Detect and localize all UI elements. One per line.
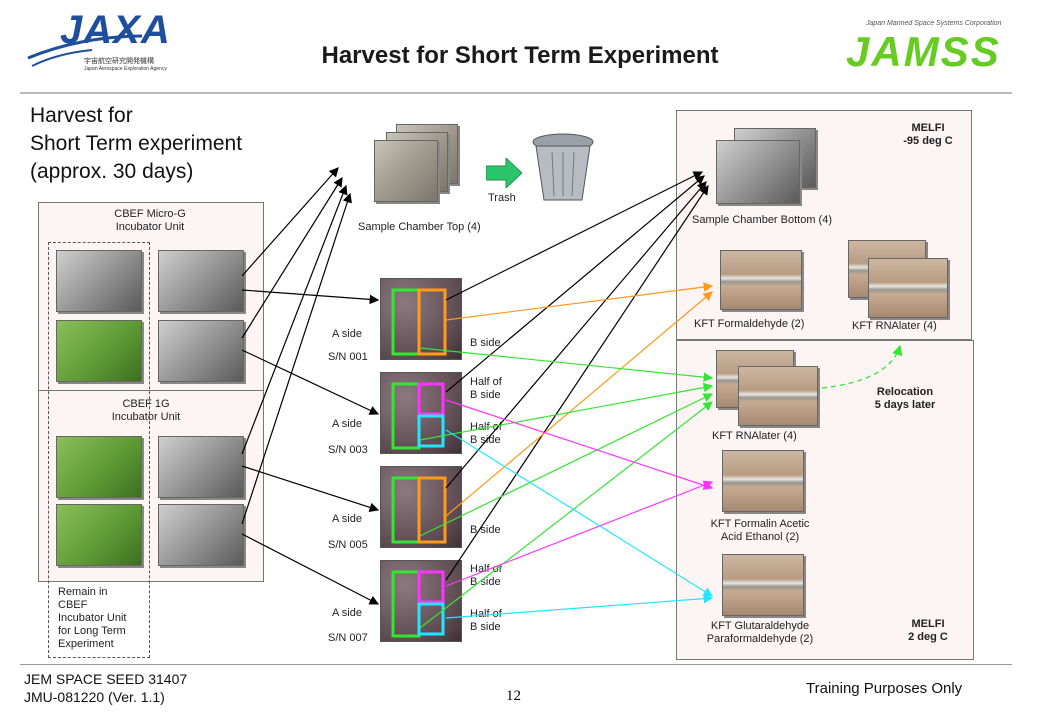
magenta-arrows <box>445 399 714 587</box>
unit-001-markings <box>391 288 447 356</box>
unit-001-sn: S/N 001 <box>328 351 368 363</box>
footer-doc-id: JEM SPACE SEED 31407 <box>24 671 188 687</box>
unit-003-a-side: A side <box>332 418 362 430</box>
cyan-arrows <box>445 429 714 619</box>
incubator-photo-2 <box>158 250 244 312</box>
unit-001-b-side: B side <box>470 337 501 349</box>
page-title: Harvest for Short Term Experiment <box>321 42 719 69</box>
unit-005-sn: S/N 005 <box>328 539 368 551</box>
intro-text: Harvest for Short Term experiment (appro… <box>30 104 243 183</box>
sample-chamber-bottom-label: Sample Chamber Bottom (4) <box>692 214 832 226</box>
kft-formaldehyde-label: KFT Formaldehyde (2) <box>694 318 805 330</box>
cbef-1g-label: CBEF 1G Incubator Unit <box>111 398 181 423</box>
incubator-photo-7 <box>56 504 142 566</box>
unit-007-a-side: A side <box>332 607 362 619</box>
trash-can-icon <box>530 132 596 204</box>
melfi-top-label: MELFI -95 deg C <box>903 122 953 147</box>
unit-007-sn: S/N 007 <box>328 632 368 644</box>
melfi-bottom-label: MELFI 2 deg C <box>908 618 948 643</box>
orange-arrows <box>445 282 714 517</box>
kft-formalin-photo <box>722 450 804 512</box>
kft-glutaraldehyde-label: KFT Glutaraldehyde Paraformaldehyde (2) <box>706 620 814 645</box>
jaxa-logo-sub2: Japan Aerospace Exploration Agency <box>84 66 167 72</box>
jaxa-logo-sub: 宇宙航空研究開発機構 <box>84 58 154 65</box>
incubator-photo-6 <box>158 436 244 498</box>
trash-label: Trash <box>488 192 516 204</box>
kft-rnalater-top-label: KFT RNAlater (4) <box>852 320 937 332</box>
kft-rnalater-label: KFT RNAlater (4) <box>712 430 797 442</box>
incubator-photo-8 <box>158 504 244 566</box>
kft-formaldehyde-photo <box>720 250 802 310</box>
jamss-logo: Japan Manned Space Systems Corporation J… <box>846 20 1016 80</box>
trash-arrow-icon <box>486 158 522 188</box>
footer-divider <box>20 664 1012 665</box>
unit-001-a-side: A side <box>332 328 362 340</box>
unit-005-markings <box>391 476 447 544</box>
unit-003-b-half-1: Half of B side <box>470 376 502 401</box>
green-arrows <box>419 347 714 629</box>
black-arrows-incubator-to-unit <box>241 289 380 605</box>
jaxa-logo: JAXA 宇宙航空研究開発機構 Japan Aerospace Explorat… <box>22 6 182 86</box>
unit-007-markings <box>391 570 445 638</box>
sample-chamber-top-photo-front <box>374 140 438 202</box>
remain-dashed-box <box>48 242 150 658</box>
kft-rnalater-top-photo-front <box>868 258 948 318</box>
header-divider <box>20 92 1012 94</box>
jamss-logo-sub: Japan Manned Space Systems Corporation <box>866 20 1002 27</box>
unit-003-sn: S/N 003 <box>328 444 368 456</box>
incubator-photo-3 <box>56 320 142 382</box>
kft-rnalater-photo-front <box>738 366 818 426</box>
footer-version: JMU-081220 (Ver. 1.1) <box>24 689 165 705</box>
jaxa-logo-text: JAXA <box>60 8 171 52</box>
black-arrows-unit-to-bottom <box>445 171 709 581</box>
kft-formalin-label: KFT Formalin Acetic Acid Ethanol (2) <box>710 518 810 543</box>
page-number: 12 <box>506 688 521 704</box>
relocation-arrow <box>821 344 903 389</box>
remain-note: Remain in CBEF Incubator Unit for Long T… <box>58 586 127 650</box>
footer-note: Training Purposes Only <box>806 680 963 697</box>
black-arrows-incubator-to-top <box>241 167 352 525</box>
unit-005-a-side: A side <box>332 513 362 525</box>
jaxa-logo-swoosh <box>27 34 143 67</box>
unit-003-markings <box>391 382 445 450</box>
incubator-photo-5 <box>56 436 142 498</box>
sample-chamber-bottom-photo-front <box>716 140 800 204</box>
kft-glutaraldehyde-photo <box>722 554 804 616</box>
sample-chamber-top-label: Sample Chamber Top (4) <box>358 221 481 233</box>
incubator-photo-1 <box>56 250 142 312</box>
cbef-microg-label: CBEF Micro-G Incubator Unit <box>114 208 186 233</box>
relocation-label: Relocation 5 days later <box>874 386 936 411</box>
jamss-logo-text: JAMSS <box>846 28 1001 75</box>
